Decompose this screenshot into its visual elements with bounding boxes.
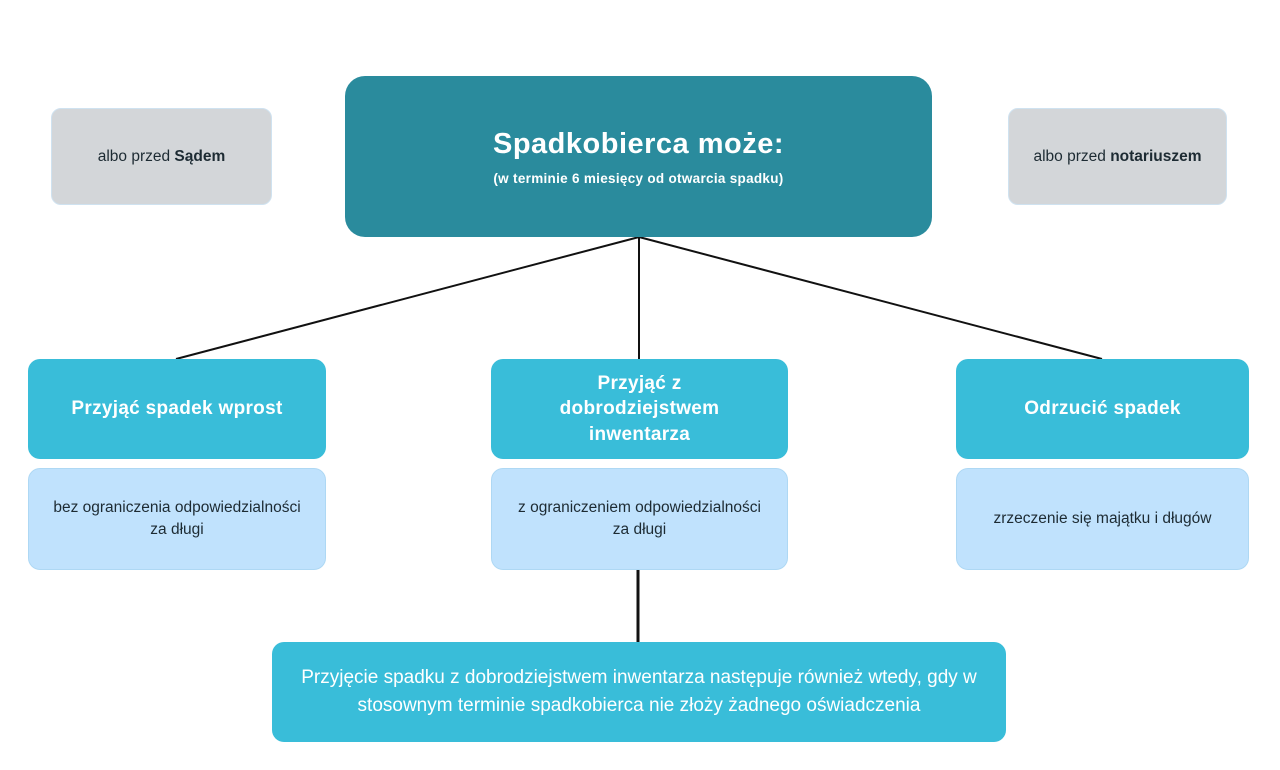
option-detail-text: z ograniczeniem odpowiedzialności za dłu… [518, 499, 761, 538]
option-detail-accept-inventory: z ograniczeniem odpowiedzialności za dłu… [491, 468, 788, 570]
option-detail-reject: zrzeczenie się majątku i długów [956, 468, 1249, 570]
connector-root-to-option-right [638, 236, 1103, 360]
option-node-accept-direct: Przyjąć spadek wprost [28, 359, 326, 459]
option-title: Przyjąć z dobrodziejstwem inwentarza [559, 372, 720, 445]
option-title: Przyjąć spadek wprost [71, 398, 283, 420]
footer-note-text: Przyjęcie spadku z dobrodziejstwem inwen… [301, 667, 977, 716]
option-detail-text: zrzeczenie się majątku i długów [993, 510, 1212, 528]
side-note-court-bold: Sądem [174, 147, 226, 165]
side-note-court: albo przed Sądem [51, 108, 272, 205]
side-note-notary-prefix: albo przed [1033, 147, 1111, 165]
root-title: Spadkobierca może: [492, 127, 785, 160]
option-node-accept-inventory: Przyjąć z dobrodziejstwem inwentarza [491, 359, 788, 459]
option-node-reject: Odrzucić spadek [956, 359, 1249, 459]
option-title: Odrzucić spadek [1024, 398, 1181, 420]
side-note-court-prefix: albo przed [97, 147, 175, 165]
option-detail-accept-direct: bez ograniczenia odpowiedzialności za dł… [28, 468, 326, 570]
option-detail-text: bez ograniczenia odpowiedzialności za dł… [53, 499, 301, 538]
side-note-notary-label: albo przed notariuszem [1033, 148, 1201, 166]
root-subtitle: (w terminie 6 miesięcy od otwarcia spadk… [493, 170, 784, 186]
side-note-notary-bold: notariuszem [1110, 147, 1202, 165]
side-note-notary: albo przed notariuszem [1008, 108, 1227, 205]
root-node: Spadkobierca może: (w terminie 6 miesięc… [345, 76, 932, 237]
side-note-court-label: albo przed Sądem [98, 148, 226, 166]
connector-root-to-option-left [175, 236, 640, 360]
footer-note: Przyjęcie spadku z dobrodziejstwem inwen… [272, 642, 1006, 742]
